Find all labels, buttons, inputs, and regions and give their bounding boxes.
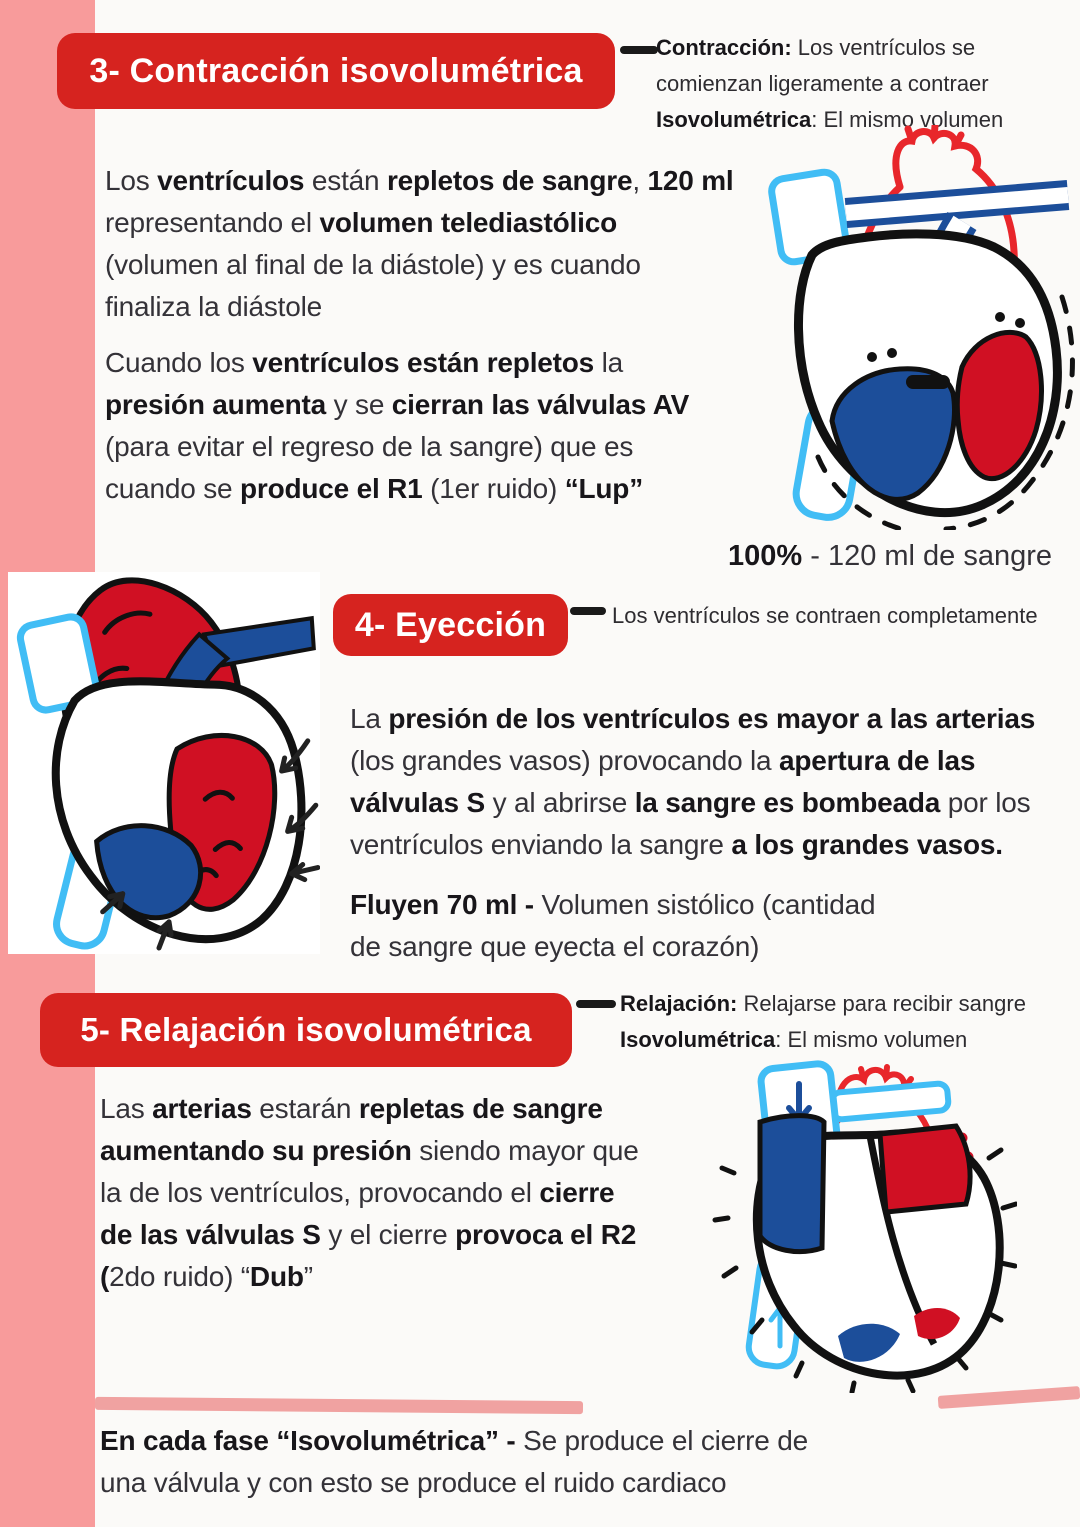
text-line: Las arterias estarán repletas de sangre	[100, 1093, 603, 1124]
section-3-paragraph-2: Cuando los ventrículos están repletos la…	[105, 342, 689, 510]
heart-relaxation-illustration	[712, 1060, 1017, 1393]
text-line: una válvula y con esto se produce el rui…	[100, 1467, 727, 1498]
left-atrium-blood	[877, 1123, 973, 1215]
squeeze-arrows	[100, 738, 320, 951]
annotation-line: Relajación: Relajarse para recibir sangr…	[620, 991, 1026, 1016]
annotation-line: Isovolumétrica: El mismo volumen	[620, 1027, 968, 1052]
text-line: (2do ruido) “Dub”	[100, 1261, 313, 1292]
annotation-connector-line	[620, 46, 658, 54]
text-line: cuando se produce el R1 (1er ruido) “Lup…	[105, 473, 643, 504]
text-line: En cada fase “Isovolumétrica” - Se produ…	[100, 1425, 808, 1456]
right-ventricle-blood	[829, 366, 957, 502]
left-ventricle-blood	[954, 330, 1044, 482]
text-line: Cuando los ventrículos están repletos la	[105, 347, 624, 378]
heart-ejection-illustration	[16, 577, 320, 951]
section-3-paragraph-1: Los ventrículos están repletos de sangre…	[105, 160, 734, 328]
left-ventricle-pool	[914, 1307, 960, 1340]
text-line: aumentando su presión siendo mayor que	[100, 1135, 639, 1166]
text-line: la de los ventrículos, provocando el cie…	[100, 1177, 615, 1208]
right-atrium-blood	[757, 1113, 827, 1255]
valve-marks	[867, 312, 1025, 389]
text-line: La presión de los ventrículos es mayor a…	[350, 703, 1036, 734]
text-line: ventrículos enviando la sangre a los gra…	[350, 829, 1003, 860]
footer-note: En cada fase “Isovolumétrica” - Se produ…	[100, 1420, 808, 1504]
dashed-contraction-contour	[815, 294, 1075, 530]
section-4-banner: 4- Eyección	[333, 594, 568, 656]
footer-divider-left	[94, 1396, 584, 1415]
annotation-line: Isovolumétrica: El mismo volumen	[656, 107, 1004, 132]
text-line: (volumen al final de la diástole) y es c…	[105, 249, 641, 280]
annotation-connector-line	[570, 607, 606, 615]
section-5-annotation: Relajación: Relajarse para recibir sangr…	[620, 986, 1026, 1058]
annotation-connector-line	[576, 1000, 616, 1008]
text-line: de sangre que eyecta el corazón)	[350, 931, 760, 962]
text-line: presión aumenta y se cierran las válvula…	[105, 389, 690, 420]
relaxation-dashes	[712, 1147, 1017, 1393]
text-line: (los grandes vasos) provocando la apertu…	[350, 745, 976, 776]
right-ventricle-pool	[838, 1323, 900, 1362]
section-5-paragraph-1: Las arterias estarán repletas de sangre …	[100, 1088, 639, 1298]
text-line: Fluyen 70 ml - Volumen sistólico (cantid…	[350, 889, 876, 920]
volume-stat: 100% - 120 ml de sangre	[728, 540, 1053, 572]
section-4-annotation: Los ventrículos se contraen completament…	[612, 598, 1038, 634]
section-3-banner: 3- Contracción isovolumétrica	[57, 33, 615, 109]
heart-contraction-illustration	[768, 125, 1075, 530]
text-line: válvulas S y al abrirse la sangre es bom…	[350, 787, 1031, 818]
text-line: finaliza la diástole	[105, 291, 323, 322]
section-4-paragraph-1: La presión de los ventrículos es mayor a…	[350, 698, 1035, 866]
heart-ejection-card	[8, 572, 320, 954]
annotation-line: comienzan ligeramente a contraer	[656, 71, 989, 96]
section-5-banner: 5- Relajación isovolumétrica	[40, 993, 572, 1067]
text-line: (para evitar el regreso de la sangre) qu…	[105, 431, 634, 462]
annotation-line: Los ventrículos se contraen completament…	[612, 603, 1038, 628]
text-line: representando el volumen telediastólico	[105, 207, 617, 238]
section-3-annotation: Contracción: Los ventrículos se comienza…	[656, 30, 1003, 138]
text-line: Los ventrículos están repletos de sangre…	[105, 165, 734, 196]
text-line: de las válvulas S y el cierre provoca el…	[100, 1219, 637, 1250]
annotation-line: Contracción: Los ventrículos se	[656, 35, 976, 60]
section-4-paragraph-2: Fluyen 70 ml - Volumen sistólico (cantid…	[350, 884, 876, 968]
